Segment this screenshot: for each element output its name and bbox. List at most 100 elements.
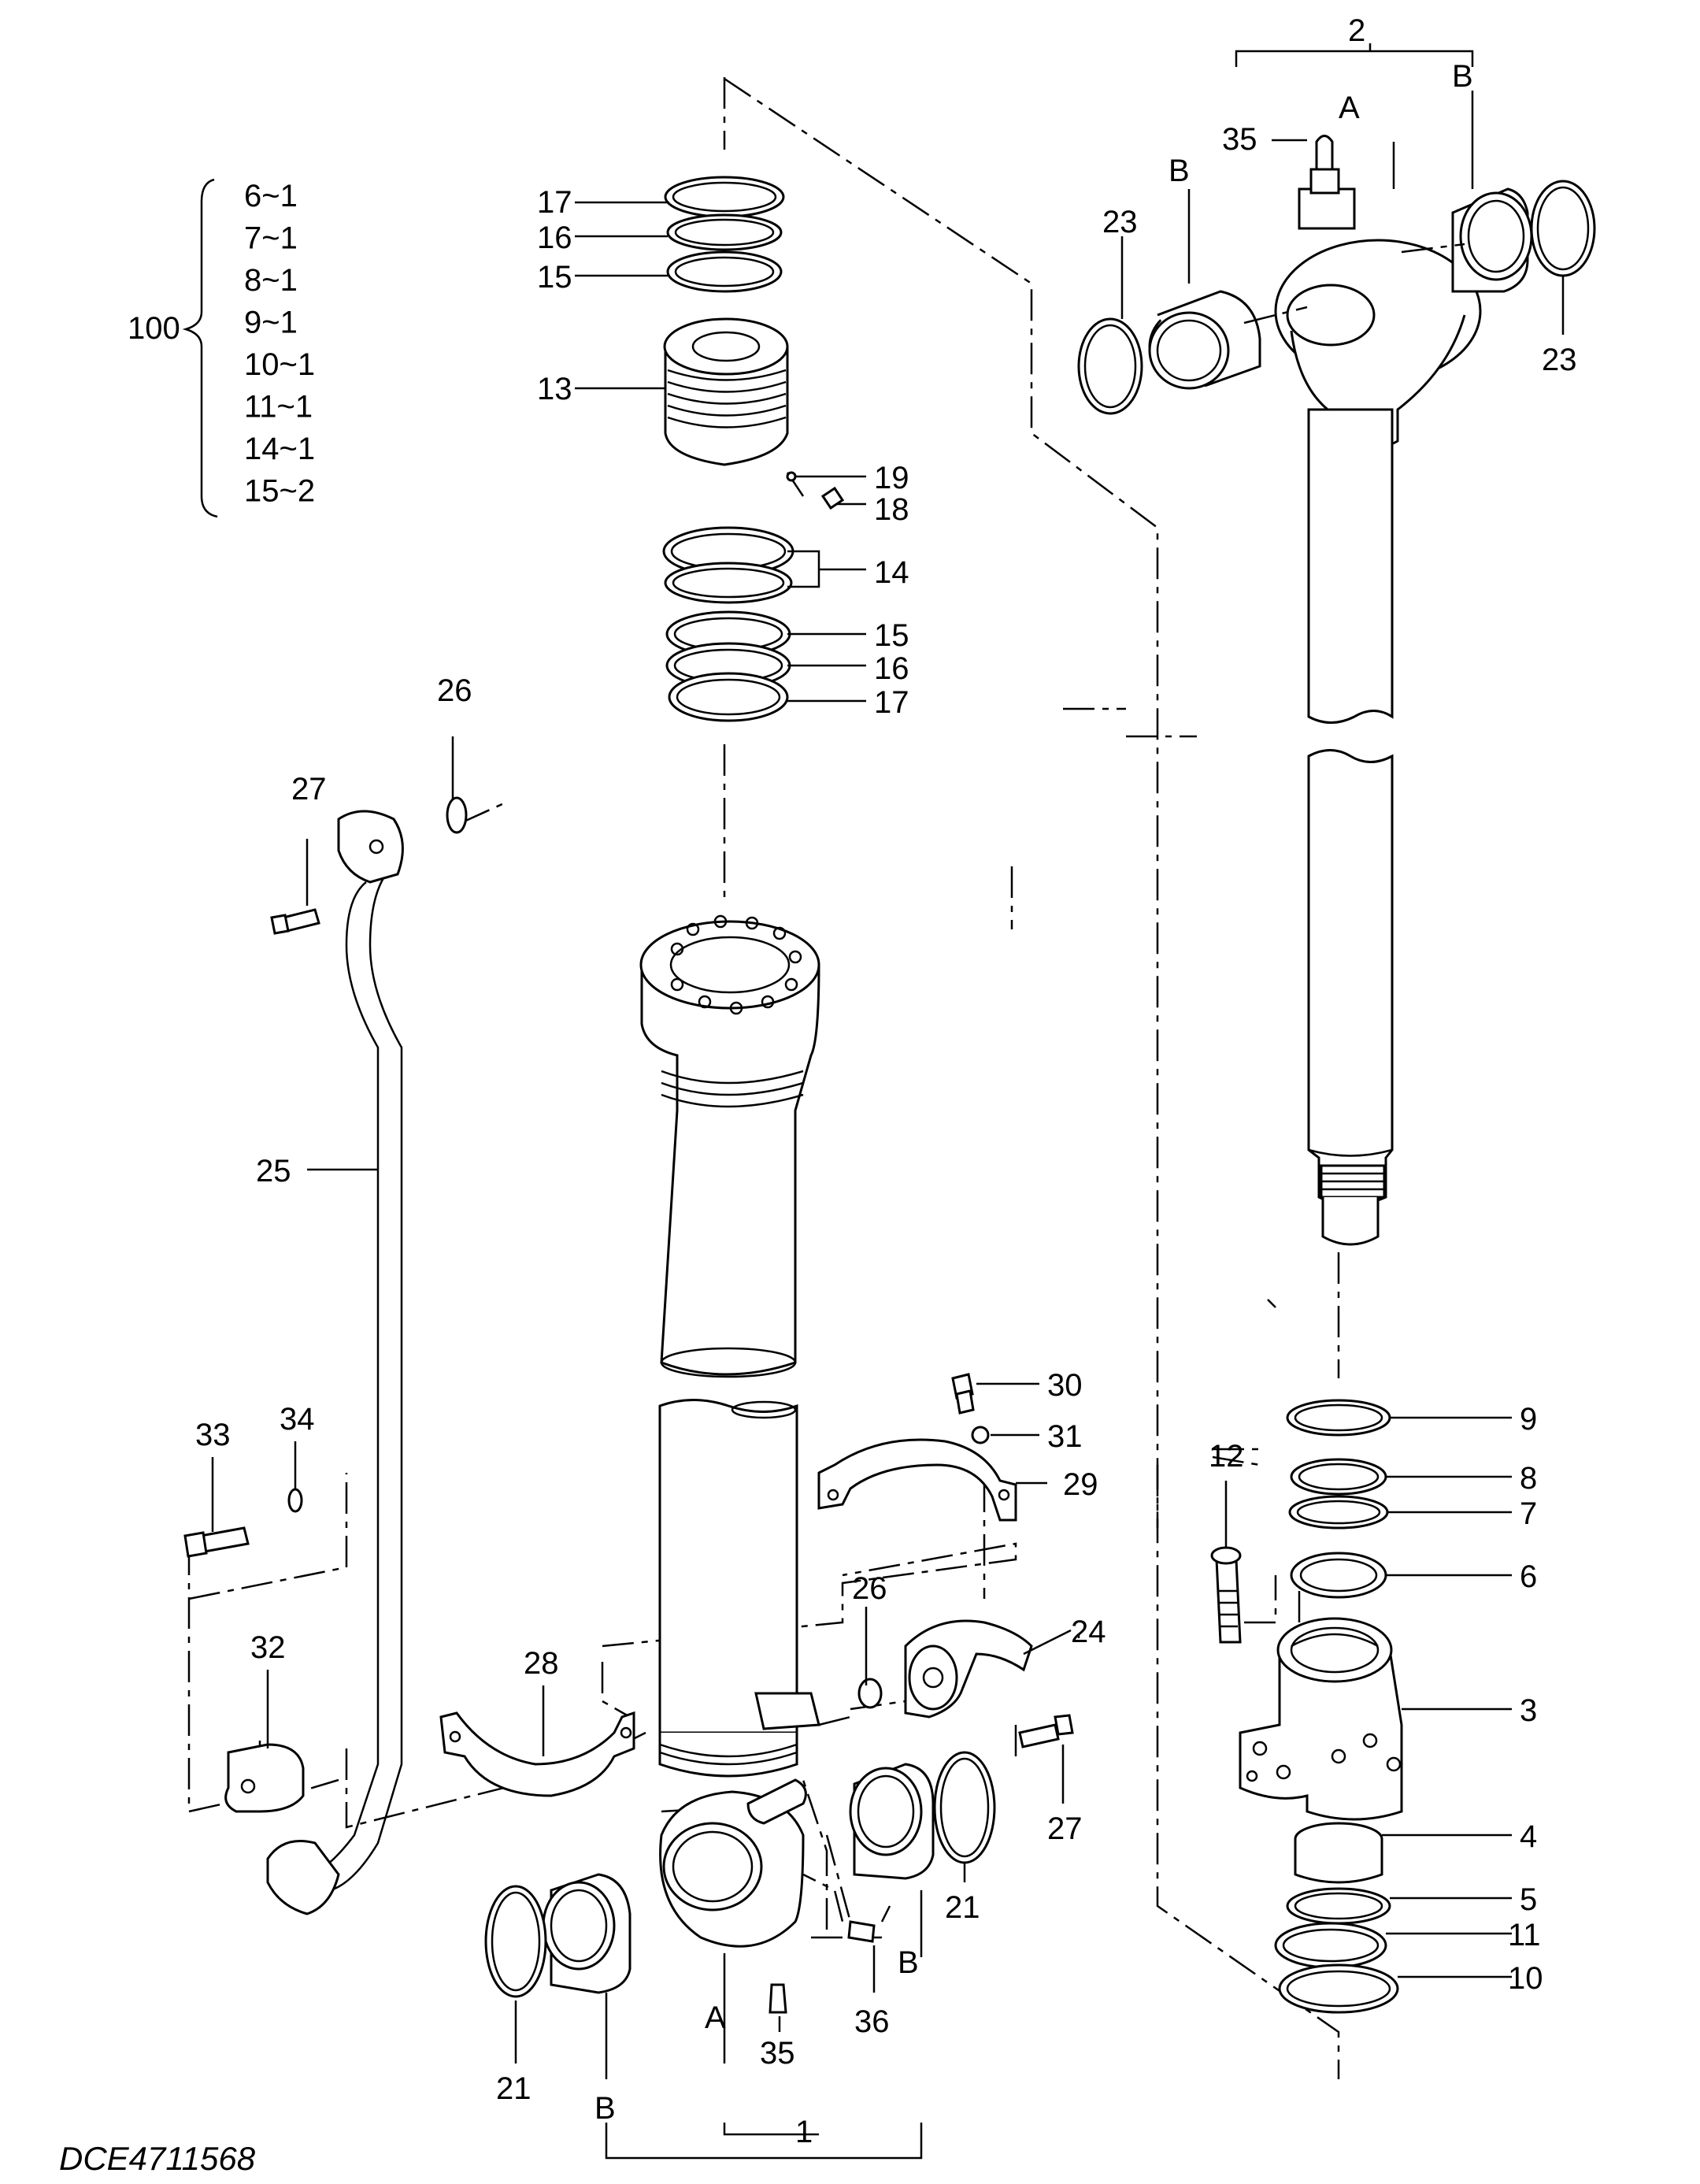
clamp-29 (817, 1438, 1017, 1522)
clamp-28 (439, 1711, 635, 1797)
label-32: 32 (250, 1630, 286, 1665)
dust-seal-23-left (1077, 317, 1143, 415)
o-ring-26 (446, 796, 883, 1709)
label-16-mid: 16 (874, 651, 909, 686)
label-tube-A: A (705, 2000, 726, 2035)
label-11: 11 (1508, 1918, 1541, 1952)
label-31: 31 (1047, 1419, 1083, 1454)
label-23-right: 23 (1542, 343, 1577, 377)
clamp-32 (224, 1743, 305, 1813)
dust-seal-21-left (484, 1885, 547, 1998)
label-27-top: 27 (291, 772, 327, 806)
label-13: 13 (537, 372, 572, 406)
label-23-left: 23 (1102, 205, 1138, 239)
label-rod-B-left: B (1169, 154, 1190, 188)
bolt-27-top (270, 908, 320, 935)
piston-parts-lower (1274, 1822, 1399, 2014)
fitting-36 (847, 1920, 876, 1943)
label-10: 10 (1508, 1961, 1543, 1996)
label-26-top: 26 (437, 673, 472, 708)
piston-seals-middle (662, 526, 794, 722)
label-16-top: 16 (537, 221, 572, 255)
dust-seal-23-right (1530, 180, 1596, 277)
label-34: 34 (280, 1402, 315, 1437)
label-rod-B-right: B (1452, 59, 1473, 94)
washer-34 (287, 1488, 303, 1513)
label-8: 8 (1520, 1461, 1537, 1496)
seal-kit-table: 100 6~1 7~1 8~1 9~1 10~1 11~1 14~1 15~2 (128, 178, 315, 518)
pipe-25 (266, 810, 404, 1915)
leader-lines (211, 43, 1565, 2160)
kit-entry: 7~1 (244, 221, 298, 256)
rod-bushing-right (1451, 187, 1533, 293)
label-14: 14 (874, 555, 909, 590)
label-21-right: 21 (945, 1890, 980, 1925)
washer-31 (971, 1426, 990, 1444)
bolt-33 (183, 1526, 250, 1558)
grease-fitting-35-bottom (769, 1983, 787, 2014)
label-15-mid: 15 (874, 618, 909, 653)
label-33: 33 (195, 1418, 231, 1452)
label-35-bottom: 35 (760, 2036, 795, 2071)
label-17-top: 17 (537, 185, 572, 220)
label-36: 36 (854, 2004, 890, 2039)
rod-seal-rings (1286, 1399, 1391, 1599)
bolt-30 (951, 1373, 975, 1415)
cylinder-head-13 (663, 317, 845, 510)
label-24: 24 (1071, 1615, 1106, 1649)
kit-entry: 14~1 (244, 432, 315, 466)
piston-rod-lower (1307, 749, 1394, 1246)
pipe-24 (904, 1619, 1033, 1719)
label-9: 9 (1520, 1402, 1537, 1437)
label-2: 2 (1348, 13, 1365, 48)
label-1: 1 (795, 2115, 813, 2149)
label-25: 25 (256, 1154, 291, 1188)
label-17-mid: 17 (874, 685, 909, 720)
label-27-right: 27 (1047, 1811, 1083, 1846)
cylinder-tube-upper (639, 914, 820, 1378)
label-18: 18 (874, 492, 909, 527)
label-tube-B-left: B (594, 2091, 616, 2126)
label-rod-A: A (1339, 91, 1360, 125)
callout-labels: 2 B A 35 B 23 23 17 16 15 13 19 18 14 15… (195, 13, 1577, 2149)
rod-bushing-left (1148, 290, 1261, 390)
tube-bushing-left (542, 1873, 631, 1994)
kit-entry: 9~1 (244, 306, 298, 340)
label-15-top: 15 (537, 260, 572, 295)
label-3: 3 (1520, 1693, 1537, 1728)
drawing-code: DCE4711568 (59, 2140, 256, 2177)
rod-assembly (1077, 135, 1596, 1246)
label-21-left: 21 (496, 2071, 531, 2106)
label-26-mid: 26 (852, 1571, 887, 1606)
label-7: 7 (1520, 1496, 1537, 1531)
kit-entry: 11~1 (244, 390, 313, 425)
label-12: 12 (1209, 1439, 1244, 1474)
label-tube-B-right: B (898, 1945, 919, 1980)
kit-entry: 8~1 (244, 263, 298, 298)
piston-rod-upper (1307, 408, 1394, 724)
label-35-top: 35 (1222, 122, 1257, 157)
label-6: 6 (1520, 1559, 1537, 1594)
head-seal-rings-top (664, 176, 785, 293)
label-30: 30 (1047, 1368, 1083, 1403)
label-5: 5 (1520, 1882, 1537, 1917)
label-4: 4 (1520, 1819, 1537, 1854)
label-28: 28 (524, 1646, 559, 1681)
kit-entries: 6~1 7~1 8~1 9~1 10~1 11~1 14~1 15~2 (244, 179, 315, 509)
tube-bushing-right (849, 1763, 935, 1880)
kit-number: 100 (128, 311, 180, 346)
ring-10 (1278, 1963, 1399, 2014)
rod-cover-3 (1239, 1617, 1403, 1821)
dust-seal-21-right (933, 1751, 996, 1864)
label-29: 29 (1063, 1467, 1098, 1502)
label-19: 19 (874, 461, 909, 495)
kit-entry: 10~1 (244, 347, 315, 382)
kit-brace (182, 178, 218, 518)
kit-entry: 6~1 (244, 179, 298, 213)
screw-12 (1210, 1546, 1242, 1644)
cylinder-tube-lower (658, 1399, 820, 1948)
bolt-27-right (1018, 1714, 1074, 1748)
kit-entry: 15~2 (244, 474, 315, 509)
